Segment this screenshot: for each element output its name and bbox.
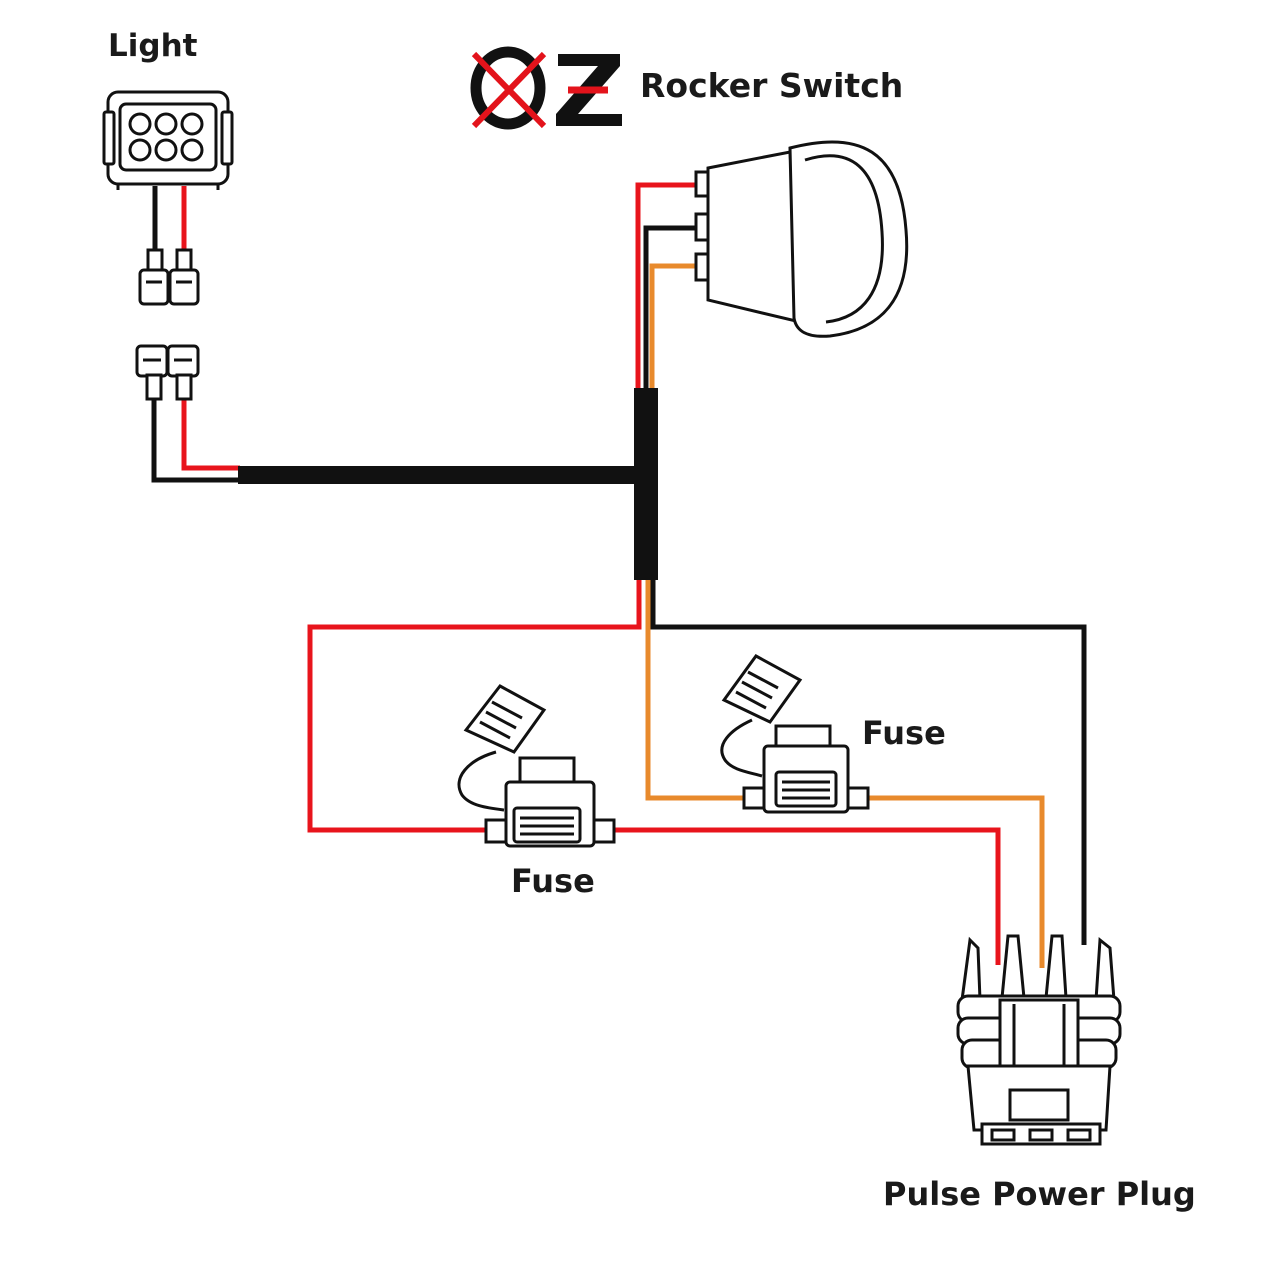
light-label: Light bbox=[108, 28, 198, 64]
wire-light-black bbox=[151, 398, 240, 483]
pulse-power-plug bbox=[956, 934, 1122, 1146]
wire-light-red bbox=[181, 398, 240, 471]
light-connector-male bbox=[138, 248, 200, 306]
wire-switch-black bbox=[643, 225, 698, 392]
fuse-holder-lower bbox=[457, 684, 616, 848]
wires bbox=[151, 182, 1087, 968]
wire-orange-to-plug bbox=[866, 795, 1045, 968]
logo-cross-2 bbox=[471, 51, 547, 129]
pulse-power-plug-label: Pulse Power Plug bbox=[883, 1175, 1196, 1213]
harness-connector-female bbox=[135, 344, 200, 401]
logo-o-letter bbox=[470, 46, 546, 130]
rocker-switch bbox=[694, 140, 909, 338]
light-pod bbox=[102, 90, 234, 190]
wire-switch-orange bbox=[649, 263, 698, 392]
wire-red-main bbox=[307, 578, 642, 833]
rocker-switch-label: Rocker Switch bbox=[640, 66, 904, 105]
oz-logo bbox=[470, 46, 622, 130]
wire-orange-main bbox=[645, 578, 745, 801]
fuse-lower-label: Fuse bbox=[511, 862, 595, 900]
fuse-upper-label: Fuse bbox=[862, 714, 946, 752]
harness-sheath-horizontal bbox=[238, 466, 642, 484]
fuse-holder-upper bbox=[720, 654, 870, 814]
wire-switch-red bbox=[635, 182, 698, 392]
harness-sheath-vertical bbox=[634, 388, 658, 580]
wire-red-to-plug bbox=[606, 827, 1001, 965]
wire-black-ground bbox=[650, 578, 1087, 945]
